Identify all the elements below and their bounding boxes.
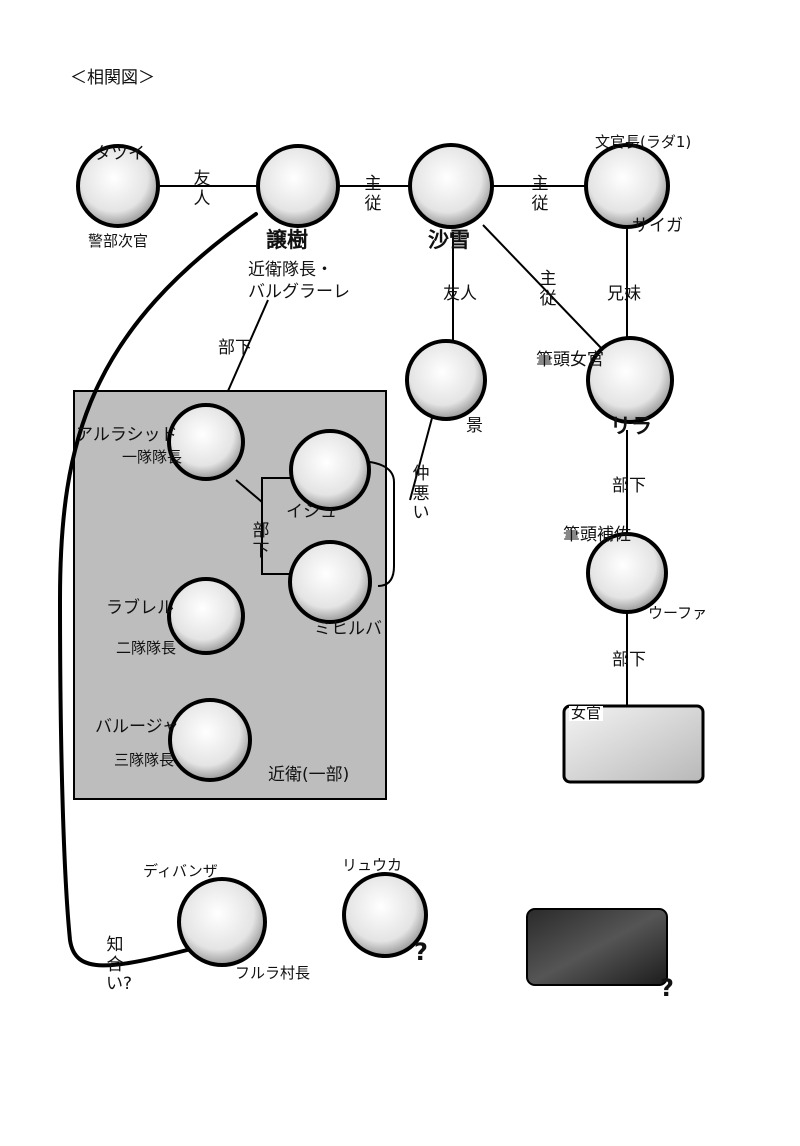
relation-label-friend-sayuki-kei: 友人 [443, 284, 477, 304]
name-kei: 景 [466, 416, 483, 436]
relation-label-acquaintance: 知合い? [106, 935, 133, 995]
relation-label-master-servant-sayuki-saiga: 主従 [531, 174, 549, 214]
link-ishu-mihiruba-bad-terms [369, 461, 395, 587]
portrait-joju [256, 144, 340, 228]
portrait-saiga [584, 143, 670, 229]
portrait-raburel [167, 577, 245, 655]
portrait-dibanza [177, 877, 267, 967]
name-joju: 譲樹 [266, 228, 308, 252]
relation-label-siblings: 兄妹 [607, 284, 641, 304]
name-rira: リラ [610, 414, 652, 438]
portrait-tatsui [76, 144, 160, 228]
portrait-alrashid [167, 403, 245, 481]
name-dibanza: ディバンザ [143, 862, 218, 880]
relation-label-subordinate-guard: 部下 [252, 521, 270, 561]
link-joju-guard [227, 299, 269, 392]
diagram-title: ＜相関図＞ [70, 68, 155, 88]
name-tatsui: タツイ [94, 144, 145, 164]
portrait-ishu [289, 429, 371, 511]
ryuuka-unknown-mark: ? [414, 938, 428, 966]
portrait-ufa [586, 532, 668, 614]
role-tatsui: 警部次官 [88, 232, 149, 250]
name-ufa: ウーファ [648, 604, 708, 622]
relation-label-master-servant-joju-sayuki: 主従 [364, 174, 382, 214]
role-barujah: 三隊隊長 [114, 751, 175, 769]
unknown-group-mark: ? [660, 974, 674, 1002]
link-sayuki-rira [482, 224, 604, 351]
role-rira: 筆頭女官 [536, 350, 604, 370]
link-alrashid-ishu-mihiruba [235, 477, 292, 505]
role-raburel: 二隊隊長 [116, 639, 177, 657]
link-joju-dibanza-acquaintance [57, 212, 258, 968]
portrait-barujah [168, 698, 252, 782]
role-ufa: 筆頭補佐 [563, 525, 631, 545]
portrait-kei [405, 339, 487, 421]
name-ryuuka: リュウカ [342, 856, 403, 874]
name-raburel: ラブレル [106, 598, 174, 618]
role-joju-line2: バルグラーレ [248, 282, 350, 302]
role-joju-line1: 近衛隊長・ [248, 260, 333, 280]
link-ishu-mihiruba [261, 502, 292, 575]
role-dibanza: フルラ村長 [235, 964, 311, 982]
role-saiga: 文官長(ラダ1) [595, 133, 692, 151]
relation-label-master-servant-sayuki-rira: 主従 [539, 269, 557, 309]
silhouette-group [526, 908, 668, 986]
name-mihiruba: ミヒルバ [314, 619, 382, 639]
portrait-ryuuka [342, 872, 428, 958]
link-kei-bad-terms [409, 417, 433, 501]
role-alrashid: 一隊隊長 [122, 448, 183, 466]
name-nyokan: 女官 [569, 704, 604, 722]
name-saiga: サイガ [632, 216, 683, 236]
relation-label-bad-terms: 仲悪い [412, 464, 430, 524]
name-ishu: イシュ [286, 502, 337, 522]
name-sayuki: 沙雪 [428, 228, 470, 252]
relation-label-subordinate-joju-guard: 部下 [218, 338, 252, 358]
relation-label-friend-tatsui-joju: 友人 [193, 169, 211, 209]
group-portrait-nyokan [562, 704, 705, 784]
relation-label-subordinate-ufa-nyokan: 部下 [612, 650, 646, 670]
portrait-rira [586, 336, 674, 424]
portrait-sayuki [408, 143, 494, 229]
name-barujah: バルージャ [95, 717, 179, 737]
name-alrashid: アルラシッド [76, 425, 178, 445]
guard-group-label: 近衛(一部) [268, 765, 350, 785]
relation-label-subordinate-rira-ufa: 部下 [612, 476, 646, 496]
portrait-mihiruba [288, 540, 372, 624]
